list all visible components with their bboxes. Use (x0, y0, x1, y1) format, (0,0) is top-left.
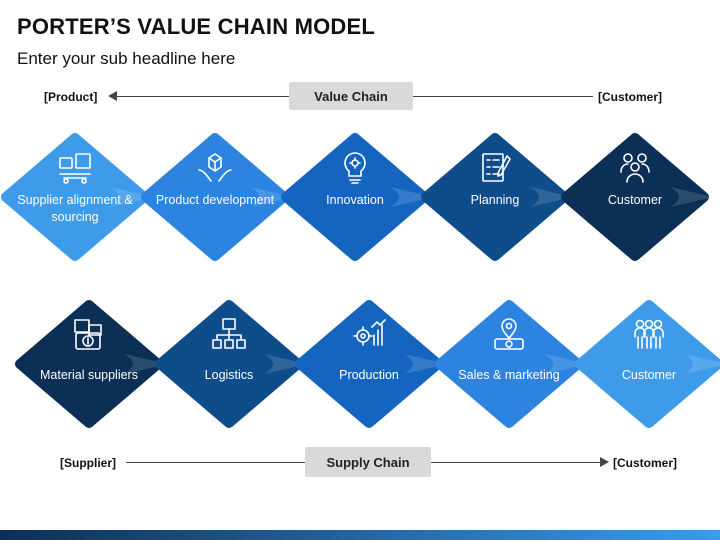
stage-label: Sales & marketing (458, 368, 560, 382)
supply-chain-left-end: [Supplier] (60, 456, 116, 470)
lightbulb-gear-icon (344, 152, 366, 184)
stage-label: Logistics (204, 368, 254, 382)
value-chain-stage-innovation: Innovation (280, 132, 430, 262)
stage-label: Supplier alignment & sourcing (17, 193, 133, 224)
stage-label: Product development (155, 193, 275, 207)
value-chain-stage-supplier-alignment-and-sourcing: Supplier alignment & sourcing (0, 132, 150, 262)
stage-label: Production (339, 368, 399, 382)
arrow-left-icon (108, 91, 117, 101)
supply-chain-icon (59, 153, 91, 184)
people-group-icon (620, 153, 650, 183)
stage-label: Planning (470, 193, 520, 207)
supply-chain-line-left (126, 462, 306, 463)
value-chain-line-right (413, 96, 593, 97)
supply-chain-stage-material-suppliers: Material suppliers (14, 299, 164, 429)
stage-label: Innovation (326, 193, 384, 207)
value-chain-stage-customer: Customer (560, 132, 710, 262)
value-chain-stage-product-development: Product development (140, 132, 290, 262)
supply-chain-stage-production: Production (294, 299, 444, 429)
stage-label: Material suppliers (40, 368, 138, 382)
supply-chain-line-right (431, 462, 603, 463)
value-chain-right-end: [Customer] (598, 90, 663, 104)
value-chain-stage-planning: Planning (420, 132, 570, 262)
value-chain-line-left (115, 96, 293, 97)
supply-chain-stage-customer: Customer (574, 299, 720, 429)
supply-chain-right-end: [Customer] (613, 456, 678, 470)
value-chain-left-end: [Product] (44, 90, 98, 104)
arrow-right-icon (600, 457, 609, 467)
page-title: PORTER’S VALUE CHAIN MODEL (17, 14, 376, 39)
supply-chain-stage-sales-and-marketing: Sales & marketing (434, 299, 584, 429)
value-chain-pill: Value Chain (289, 82, 413, 110)
checklist-pen-icon (482, 153, 511, 182)
supply-chain-stage-logistics: Logistics (154, 299, 304, 429)
supply-chain-pill: Supply Chain (305, 447, 431, 477)
hands-box-icon (198, 153, 232, 182)
stage-label: Customer (621, 368, 677, 382)
people-team-icon (634, 319, 664, 349)
location-money-icon (494, 318, 524, 350)
footer-gradient-bar (0, 530, 720, 540)
page-subtitle: Enter your sub headline here (17, 49, 236, 68)
box-distribution-icon (212, 318, 246, 349)
boxes-dollar-icon (74, 319, 102, 350)
gear-chart-icon (353, 319, 386, 346)
stage-label: Customer (607, 193, 663, 207)
